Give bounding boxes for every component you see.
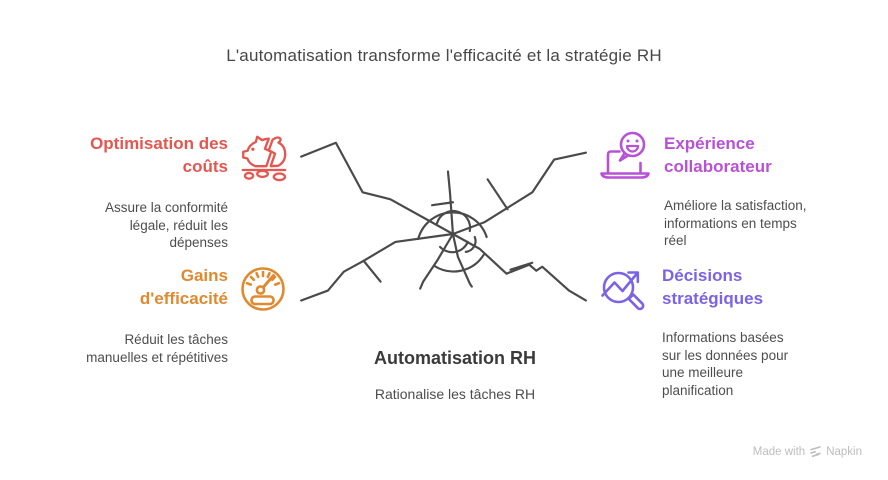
- watermark: Made with Napkin: [753, 445, 862, 458]
- page-title: L'automatisation transforme l'efficacité…: [226, 46, 662, 65]
- napkin-logo-icon: [809, 445, 822, 458]
- node-decisions-strategiques: Décisions stratégiques Informations basé…: [596, 262, 836, 399]
- center-subtitle: Rationalise les tâches RH: [374, 386, 536, 402]
- node-gains-efficacite-label: Gains d'efficacité: [139, 266, 228, 308]
- node-optimisation-couts: Optimisation des coûts Assure la conform…: [32, 130, 292, 252]
- piggy-bank-broken-icon: [236, 130, 290, 184]
- node-optimisation-couts-label: Optimisation des coûts: [90, 134, 228, 176]
- central-network-sketch: [300, 141, 587, 302]
- node-decisions-strategiques-description: Informations basées sur les données pour…: [662, 330, 789, 398]
- magnifier-trend-arrow-icon: [596, 262, 650, 316]
- node-gains-efficacite: Gains d'efficacité Réduit les tâches man…: [32, 262, 292, 366]
- node-experience-collaborateur-description: Améliore la satisfaction, informations e…: [664, 198, 807, 248]
- node-gains-efficacite-description: Réduit les tâches manuelles et répétitiv…: [86, 332, 228, 365]
- node-decisions-strategiques-label: Décisions stratégiques: [662, 266, 764, 308]
- watermark-prefix: Made with: [752, 445, 806, 458]
- node-optimisation-couts-description: Assure la conformité légale, réduit les …: [104, 200, 228, 250]
- center-title: Automatisation RH: [374, 348, 536, 368]
- watermark-brand: Napkin: [826, 445, 862, 458]
- speedometer-icon: [236, 262, 290, 316]
- center-label: Automatisation RH Rationalise les tâches…: [314, 348, 596, 402]
- node-experience-collaborateur-label: Expérience collaborateur: [664, 134, 772, 176]
- laptop-chat-smiley-icon: [598, 130, 652, 184]
- node-experience-collaborateur: Expérience collaborateur Améliore la sat…: [598, 130, 836, 250]
